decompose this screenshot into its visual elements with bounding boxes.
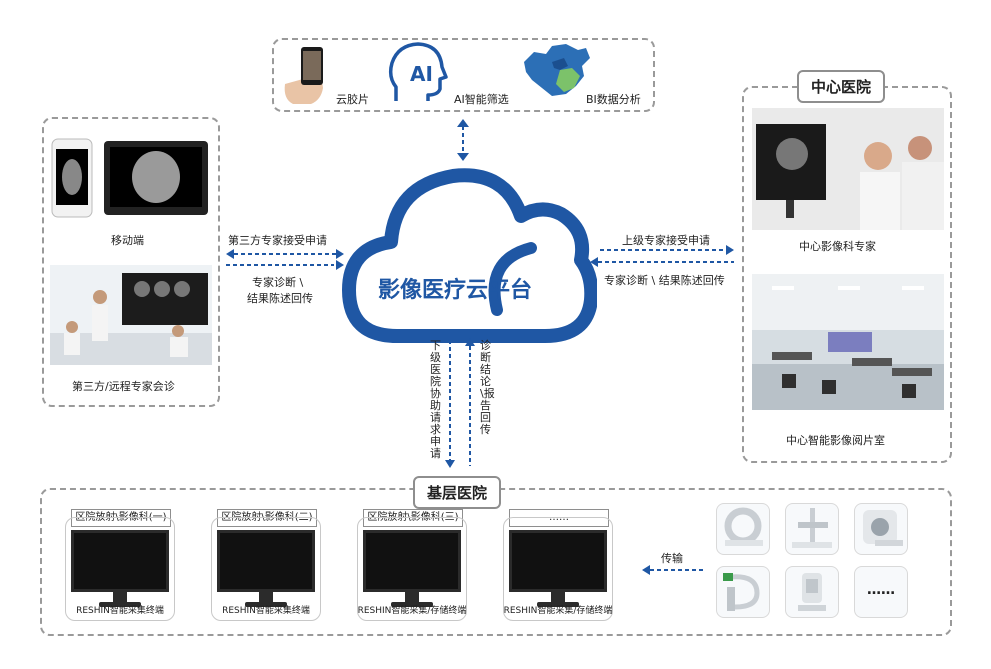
flow-left-top-label: 第三方专家接受申请: [228, 234, 327, 247]
reading-room-label: 中心智能影像阅片室: [786, 434, 885, 447]
department-frame-3: [357, 517, 467, 621]
terminal-monitor-2: [217, 530, 315, 610]
flow-right-bottom-label: 专家诊断 \ 结果陈述回传: [604, 274, 725, 287]
up-arrow-right: [465, 338, 475, 466]
expert-photo: [752, 108, 944, 230]
svg-text:AI: AI: [410, 62, 433, 86]
cloud-platform-title: 影像医疗云平台: [378, 278, 533, 303]
mobile-label: 移动端: [111, 234, 144, 247]
flow-up-label: 诊断结论\报告回传: [480, 339, 495, 436]
mri-scanner-tile: [854, 503, 908, 555]
right-top-arrow: [600, 245, 734, 255]
remote-consultation-photo: [50, 265, 212, 365]
top-bidirectional-arrow: [457, 119, 469, 161]
department-frame-1: [65, 517, 175, 621]
right-bottom-arrow: [590, 257, 734, 267]
reading-room-photo: [752, 274, 944, 410]
flow-right-top-label: 上级专家接受申请: [622, 234, 710, 247]
cloud-platform-shape: [342, 168, 597, 343]
transfer-label: 传输: [661, 552, 683, 565]
terminal-label-2: RESHIN智能采集终端: [222, 606, 310, 616]
left-clients-box: [42, 117, 220, 407]
terminal-label-4: RESHIN智能采集/存储终端: [503, 606, 613, 616]
ai-head-icon: AI: [386, 41, 448, 105]
phone-hand-image: [281, 44, 333, 106]
ai-screening-label: AI智能筛选: [454, 93, 509, 106]
bi-analysis-label: BI数据分析: [586, 93, 641, 106]
department-frame-2: [211, 517, 321, 621]
flow-left-bottom-label-2: 结果陈述回传: [247, 292, 313, 305]
flow-down-label: 下级医院协助请求申请: [430, 339, 441, 460]
left-top-arrow: [226, 249, 344, 259]
xray-machine-tile: [785, 503, 839, 555]
flow-left-bottom-label-1: 专家诊断 \: [252, 276, 304, 289]
terminal-monitor-3: [363, 530, 461, 610]
terminal-monitor-4: [509, 530, 607, 610]
more-equipment-tile: ……: [854, 566, 908, 618]
transfer-arrow: [642, 565, 704, 575]
terminal-label-3: RESHIN智能采集/存储终端: [357, 606, 467, 616]
remote-consultation-label: 第三方/远程专家会诊: [72, 380, 175, 393]
left-bottom-arrow: [226, 260, 344, 270]
china-map-icon: [520, 40, 592, 102]
c-arm-tile: [716, 566, 770, 618]
down-arrow-left: [445, 340, 455, 468]
expert-label: 中心影像科专家: [799, 240, 876, 253]
mobile-devices-image: [50, 135, 210, 220]
top-services-box: [272, 38, 655, 112]
center-hospital-title: 中心医院: [797, 70, 886, 103]
more-equipment-dots: ……: [867, 582, 895, 598]
terminal-monitor-1: [71, 530, 169, 610]
terminal-label-1: RESHIN智能采集终端: [76, 606, 164, 616]
cloud-film-label: 云胶片: [336, 93, 369, 106]
dr-machine-tile: [785, 566, 839, 618]
primary-hospitals-title: 基层医院: [413, 476, 502, 509]
ct-scanner-tile: [716, 503, 770, 555]
department-frame-4: [503, 517, 613, 621]
